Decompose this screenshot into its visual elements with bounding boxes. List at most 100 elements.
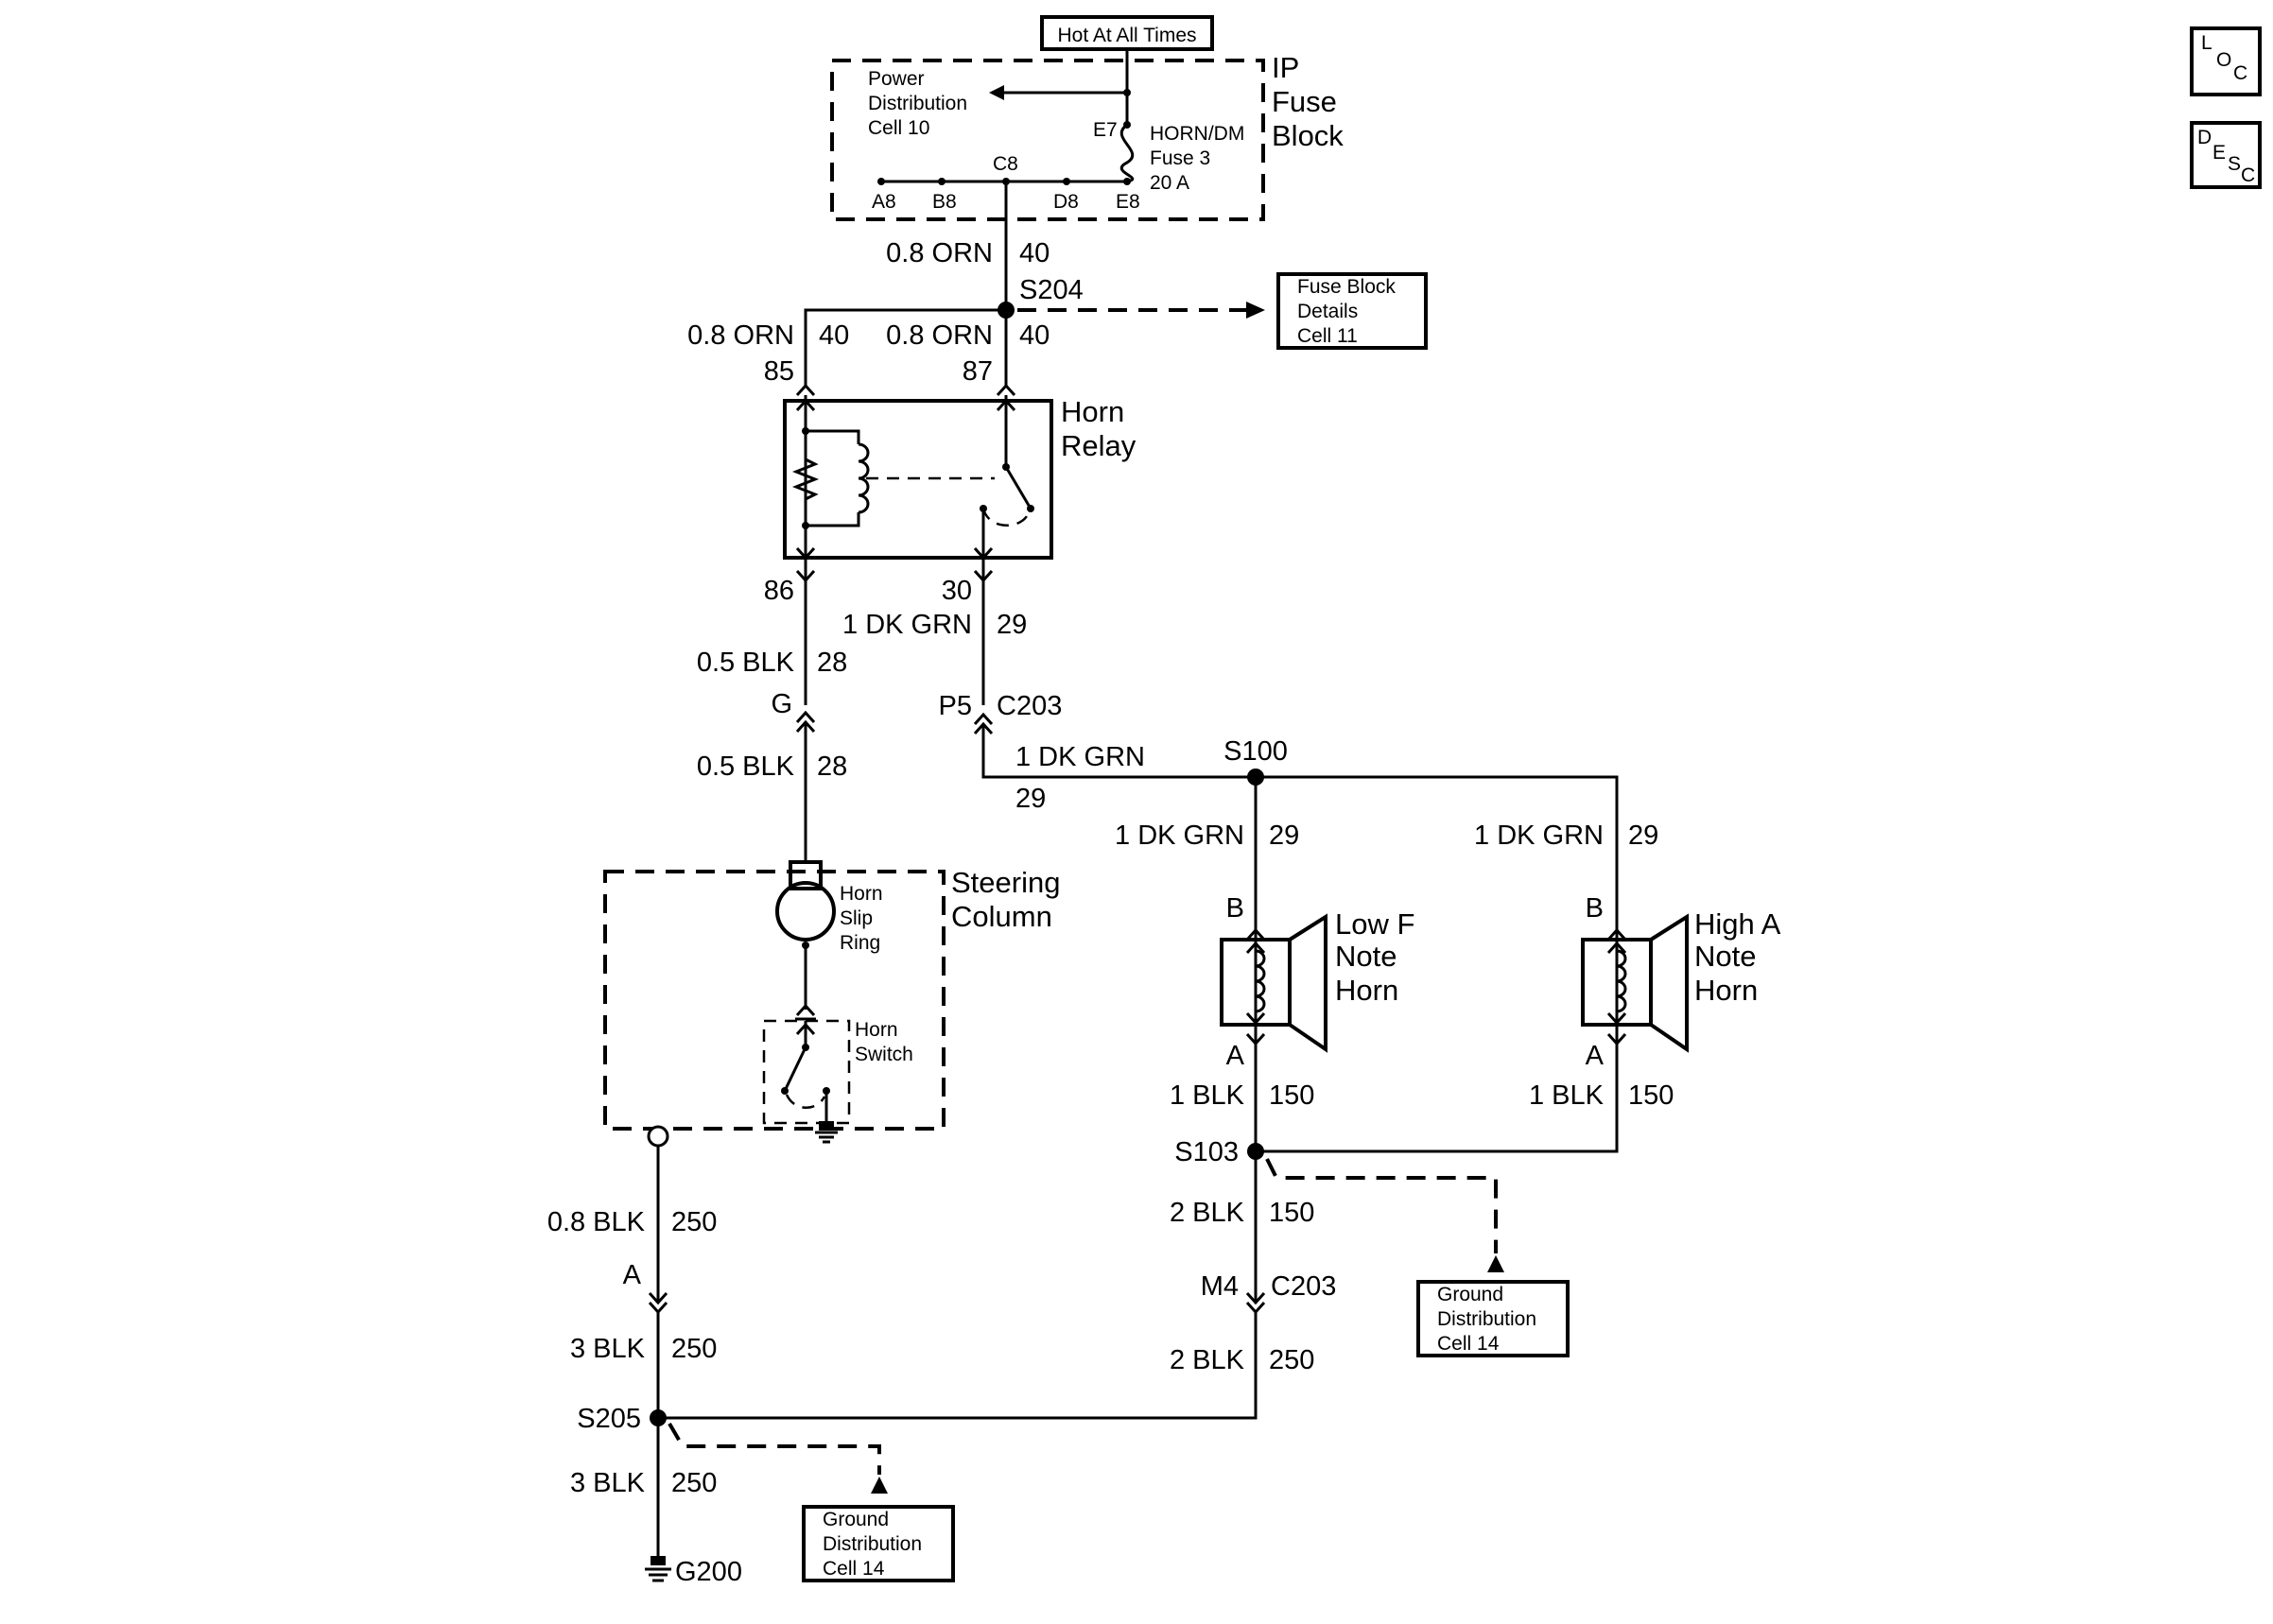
horn-relay: Horn Relay: [783, 395, 1136, 563]
desc-letter-c: C: [2241, 164, 2255, 186]
relay-resistor-icon: [791, 458, 820, 501]
pin-g: G: [771, 689, 792, 719]
feed-wire-circuit: 40: [1019, 238, 1050, 268]
relay-85-wire-size: 0.8 ORN: [687, 320, 794, 351]
fuse-rating-text: 20 A: [1150, 172, 1189, 194]
desc-letter-e: E: [2212, 142, 2226, 164]
low-horn-coil-icon: [1255, 949, 1266, 1013]
low-horn-title-2: Note: [1335, 940, 1397, 973]
ground-dist-2-text-3: Cell 14: [823, 1558, 885, 1580]
wire-250-steering-circuit: 250: [671, 1207, 717, 1237]
low-horn-pin-b: B: [1226, 893, 1244, 924]
terminal-c8: C8: [993, 153, 1018, 175]
ground-distribution-ref-1[interactable]: Ground Distribution Cell 14: [1416, 1280, 1570, 1357]
ground-dist-1-ref-line: [1265, 1158, 1498, 1253]
horn-switch-connector-upper-icon: [795, 1003, 816, 1017]
fuse-details-arrow-icon: [1246, 302, 1265, 319]
horn-switch-ground-icon: [815, 1121, 838, 1144]
wire-250-horizontal: [658, 1310, 1258, 1420]
horn-relay-box: [783, 399, 1053, 560]
wire-28-lower-circuit: 28: [817, 752, 847, 782]
pin-p5: P5: [939, 691, 972, 721]
loc-letter-c: C: [2233, 62, 2247, 84]
horn-switch-blade: [783, 1046, 807, 1092]
slip-ring-contact: [789, 860, 823, 890]
relay-switch-arc: [981, 508, 1031, 527]
connector-m4-upper-icon: [1245, 1291, 1266, 1305]
connector-85-icon: [795, 383, 816, 397]
splice-s205-label: S205: [577, 1404, 641, 1434]
connector-87-icon: [996, 383, 1016, 397]
relay-87-wire-circuit: 40: [1019, 320, 1050, 351]
fuse-details-text-2: Details: [1297, 301, 1358, 322]
horn-relay-title-1: Horn: [1061, 395, 1124, 428]
terminal-d8: D8: [1053, 191, 1079, 213]
wire-29-low-circuit: 29: [1269, 821, 1299, 851]
power-dist-text-2: Distribution: [868, 93, 967, 114]
low-horn-arrow-bottom-icon: [1245, 1011, 1266, 1026]
hot-at-all-times-label: Hot At All Times: [1040, 15, 1214, 51]
horn-switch-arc: [785, 1094, 826, 1109]
fuse-block-title-2: Fuse: [1272, 85, 1337, 118]
wire-29-low-size: 1 DK GRN: [1115, 821, 1244, 851]
loc-button[interactable]: L O C: [2190, 26, 2262, 96]
ground-dist-1-text-1: Ground: [1437, 1284, 1503, 1305]
slip-ring-text-2: Slip: [840, 907, 873, 929]
high-horn-arrow-bottom-icon: [1606, 1011, 1627, 1026]
wire-29-high-size: 1 DK GRN: [1474, 821, 1604, 851]
horn-slip-ring-icon: [775, 881, 836, 942]
connector-c203-top: C203: [997, 691, 1062, 721]
high-horn-coil-icon: [1616, 949, 1627, 1013]
relay-switch-contact: [1004, 466, 1032, 510]
terminal-b8: B8: [932, 191, 957, 213]
power-dist-text-1: Power: [868, 68, 925, 90]
wire-250-right-circuit: 250: [1269, 1345, 1314, 1375]
ground-distribution-ref-2[interactable]: Ground Distribution Cell 14: [802, 1505, 955, 1582]
relay-85-wire-circuit: 40: [819, 320, 849, 351]
ground-dist-1-text-2: Distribution: [1437, 1308, 1536, 1330]
high-horn-pin-a: A: [1586, 1041, 1605, 1071]
wire-29-size: 1 DK GRN: [842, 610, 972, 640]
horn-switch-arrow-icon: [795, 1022, 816, 1036]
pin-85: 85: [764, 356, 794, 387]
ground-dist-1-arrow-icon: [1487, 1255, 1504, 1272]
relay-switch-contact-end: [1027, 505, 1034, 512]
relay-85-wire: [804, 308, 1006, 388]
terminal-b8-node: [938, 178, 946, 185]
fuse-block-outline: [830, 59, 1265, 221]
pin-30: 30: [942, 576, 972, 606]
desc-letter-s: S: [2228, 153, 2241, 175]
splice-s204-label: S204: [1019, 275, 1084, 305]
fuse-number-text: Fuse 3: [1150, 147, 1210, 169]
fuse-details-text-1: Fuse Block: [1297, 276, 1396, 298]
ground-g200-label: G200: [675, 1557, 742, 1587]
relay-arrow-top-right-icon: [996, 398, 1016, 412]
wire-150-lower-circuit: 150: [1269, 1198, 1314, 1228]
steering-column: Steering Column Horn Slip Ring Horn Swit…: [603, 860, 1060, 1144]
relay-coil-wire-bottom: [806, 512, 860, 527]
wire-250-ground-size: 3 BLK: [570, 1468, 646, 1498]
relay-arrow-top-left-icon: [795, 398, 816, 412]
steering-column-title-1: Steering: [951, 866, 1060, 899]
pin-86: 86: [764, 576, 794, 606]
fuse-block-details-ref[interactable]: Fuse Block Details Cell 11: [1276, 272, 1428, 350]
wire-29-high-circuit: 29: [1628, 821, 1658, 851]
low-horn-arrow-top-icon: [1245, 941, 1266, 955]
wire-150-lower-size: 2 BLK: [1170, 1198, 1245, 1228]
terminal-e7: E7: [1093, 119, 1118, 141]
ground-dist-2-arrow-icon: [871, 1477, 888, 1494]
ground-dist-2-ref-line: [668, 1422, 881, 1475]
hot-label-text: Hot At All Times: [1057, 25, 1196, 46]
feed-wire-size: 0.8 ORN: [886, 238, 993, 268]
low-horn-title-1: Low F: [1335, 907, 1414, 941]
fuse-details-text-3: Cell 11: [1297, 325, 1358, 347]
desc-button[interactable]: D E S C: [2190, 121, 2262, 189]
relay-coil-icon: [858, 442, 870, 514]
relay-arrow-bottom-right-icon: [973, 546, 994, 561]
connector-c203-bottom: C203: [1271, 1271, 1336, 1302]
high-a-note-horn: B High A Note Horn A: [1256, 879, 1781, 1153]
pin-87: 87: [963, 356, 993, 387]
low-horn-bell-icon: [1288, 913, 1327, 1053]
wire-150-high-size: 1 BLK: [1529, 1080, 1605, 1111]
